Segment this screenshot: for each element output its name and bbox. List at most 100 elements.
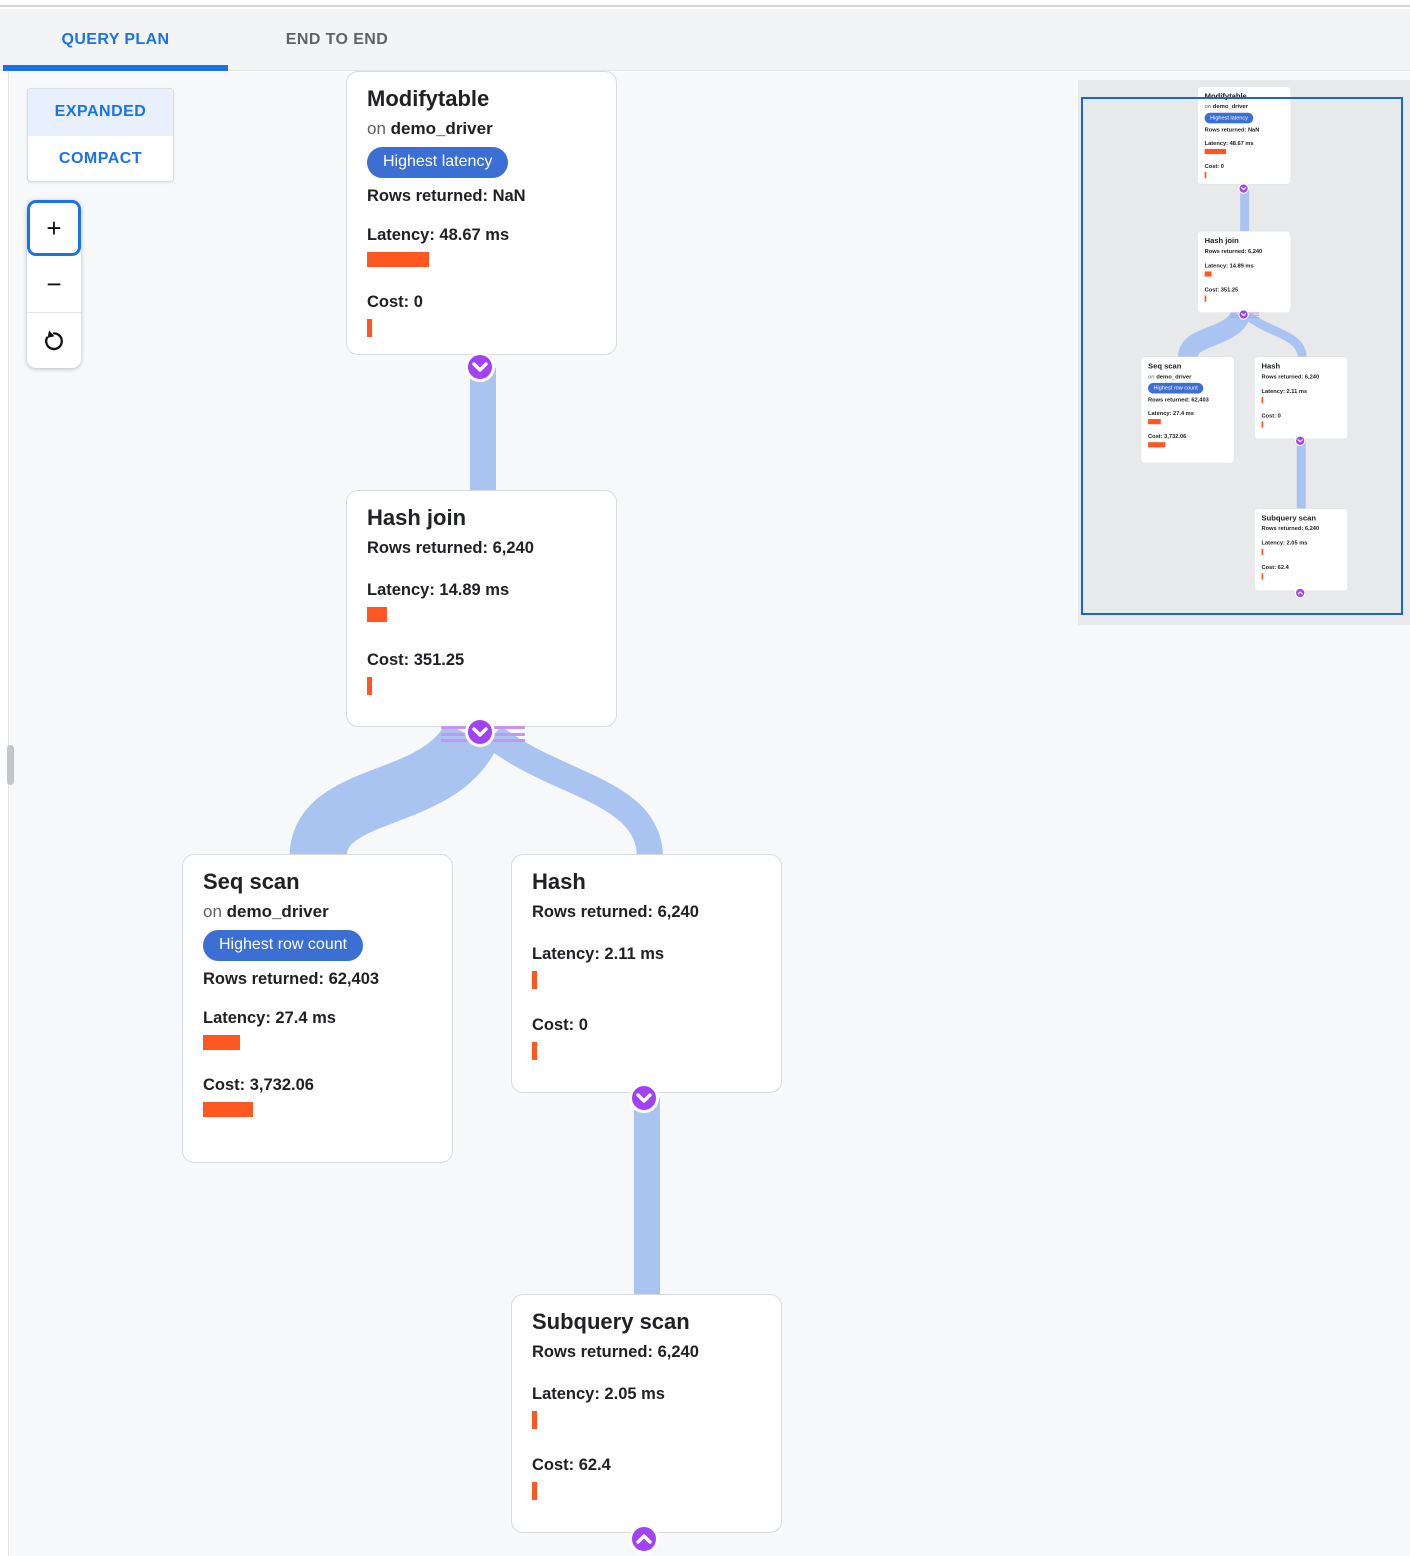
minimap-viewport[interactable] bbox=[1081, 97, 1403, 615]
latency-bar bbox=[1204, 148, 1227, 155]
left-panel-edge bbox=[0, 72, 9, 1556]
cost-label: Cost: 0 bbox=[367, 293, 423, 311]
cost-bar bbox=[367, 319, 372, 337]
vertical-scrollbar-thumb[interactable] bbox=[7, 745, 14, 785]
node-hash-join[interactable]: Hash join Rows returned: 6,240 Latency: … bbox=[346, 490, 617, 727]
latency-label: Latency: 2.11 ms bbox=[532, 945, 665, 963]
node-title: Hash join bbox=[367, 505, 467, 530]
latency-bar bbox=[367, 252, 429, 267]
cost-label: Cost: 62.4 bbox=[1261, 564, 1289, 571]
latency-label: Latency: 27.4 ms bbox=[203, 1009, 336, 1027]
cost-bar bbox=[367, 677, 372, 695]
rows-returned-label: Rows returned: 62,403 bbox=[203, 970, 380, 988]
node-title: Hash bbox=[532, 869, 586, 894]
latency-label: Latency: 48.67 ms bbox=[367, 226, 510, 244]
zoom-controls: + − bbox=[27, 200, 81, 368]
cost-label: Cost: 351.25 bbox=[1204, 286, 1239, 293]
minimap[interactable]: Modifytable on demo_driver Highest laten… bbox=[1078, 80, 1410, 625]
node-title: Seq scan bbox=[1148, 361, 1182, 371]
highest-latency-badge: Highest latency bbox=[1204, 112, 1254, 124]
latency-bar bbox=[1261, 396, 1264, 404]
cost-bar bbox=[1261, 573, 1264, 580]
node-object-name: demo_driver bbox=[390, 119, 493, 138]
node-seq-scan: Seq scan on demo_driver Highest row coun… bbox=[1140, 356, 1235, 464]
latency-label: Latency: 48.67 ms bbox=[1204, 139, 1254, 147]
zoom-out-button[interactable]: − bbox=[46, 268, 62, 299]
edge-hashjoin-hash bbox=[484, 725, 663, 859]
node-title: Hash bbox=[1261, 361, 1281, 371]
node-seq-scan[interactable]: Seq scan on demo_driver Highest row coun… bbox=[182, 854, 453, 1163]
highest-row-count-badge: Highest row count bbox=[203, 930, 364, 961]
cost-label: Cost: 0 bbox=[1261, 412, 1281, 419]
rows-returned-label: Rows returned: NaN bbox=[1204, 126, 1260, 133]
rows-returned-label: Rows returned: NaN bbox=[367, 187, 526, 205]
cost-bar bbox=[1148, 442, 1166, 448]
highest-latency-badge: Highest latency bbox=[367, 147, 509, 178]
rows-returned-label: Rows returned: 6,240 bbox=[1204, 247, 1263, 255]
rows-returned-label: Rows returned: 6,240 bbox=[1261, 525, 1320, 532]
rows-returned-label: Rows returned: 62,403 bbox=[1148, 396, 1209, 403]
node-hash: Hash Rows returned: 6,240 Latency: 2.11 … bbox=[1254, 356, 1348, 440]
latency-label: Latency: 27.4 ms bbox=[1148, 410, 1194, 417]
latency-bar bbox=[367, 607, 387, 622]
latency-label: Latency: 2.05 ms bbox=[532, 1385, 665, 1403]
node-title: Subquery scan bbox=[1261, 513, 1316, 523]
highest-row-count-badge: Highest row count bbox=[1148, 382, 1204, 394]
latency-bar bbox=[1261, 548, 1264, 556]
top-toolbar-edge bbox=[0, 0, 1410, 7]
tab-end-to-end[interactable]: END TO END bbox=[285, 31, 389, 48]
cost-label: Cost: 0 bbox=[532, 1016, 588, 1034]
reset-view-button[interactable] bbox=[27, 313, 81, 369]
node-hash-join: Hash join Rows returned: 6,240 Latency: … bbox=[1197, 231, 1291, 313]
rows-returned-label: Rows returned: 6,240 bbox=[532, 1343, 699, 1361]
node-title: Seq scan bbox=[203, 869, 300, 894]
node-object-name: demo_driver bbox=[1212, 103, 1248, 110]
cost-label: Cost: 351.25 bbox=[367, 651, 465, 669]
node-hash[interactable]: Hash Rows returned: 6,240 Latency: 2.11 … bbox=[511, 854, 782, 1093]
edge-hashjoin-seqscan bbox=[289, 721, 497, 861]
rows-returned-label: Rows returned: 6,240 bbox=[1261, 373, 1320, 380]
zoom-in-button[interactable]: + bbox=[27, 200, 81, 256]
active-tab-indicator bbox=[3, 65, 228, 71]
tab-bar: QUERY PLAN END TO END bbox=[0, 9, 1410, 71]
node-modifytable: Modifytable on demo_driver Highest laten… bbox=[1197, 86, 1291, 185]
expand-subquery-scan-button bbox=[1295, 587, 1306, 599]
reset-rotate-icon bbox=[45, 330, 63, 351]
node-object-line: on demo_driver bbox=[1204, 103, 1248, 110]
latency-bar bbox=[1204, 271, 1212, 277]
rows-returned-label: Rows returned: 6,240 bbox=[367, 539, 534, 557]
cost-bar bbox=[1204, 295, 1207, 302]
latency-bar bbox=[203, 1035, 240, 1050]
latency-label: Latency: 14.89 ms bbox=[1204, 262, 1254, 269]
node-object-line: on demo_driver bbox=[1148, 373, 1192, 380]
chevron-down-icon bbox=[472, 727, 488, 737]
node-object-name: demo_driver bbox=[1156, 373, 1192, 380]
view-mode-toggle: EXPANDED COMPACT bbox=[27, 88, 174, 182]
node-subquery-scan[interactable]: Subquery scan Rows returned: 6,240 Laten… bbox=[511, 1294, 782, 1533]
collapse-modifytable-button[interactable] bbox=[465, 352, 495, 382]
cost-label: Cost: 3,732.06 bbox=[203, 1076, 314, 1094]
cost-label: Cost: 62.4 bbox=[532, 1456, 611, 1474]
latency-label: Latency: 2.11 ms bbox=[1261, 388, 1308, 395]
latency-bar bbox=[532, 1411, 537, 1429]
node-subquery-scan: Subquery scan Rows returned: 6,240 Laten… bbox=[1254, 508, 1348, 591]
latency-label: Latency: 2.05 ms bbox=[1261, 539, 1308, 547]
expand-subquery-scan-button[interactable] bbox=[629, 1524, 659, 1554]
expanded-view-button[interactable]: EXPANDED bbox=[28, 89, 173, 136]
cost-label: Cost: 0 bbox=[1204, 163, 1224, 170]
collapse-hash-button[interactable] bbox=[629, 1083, 659, 1113]
cost-bar bbox=[1204, 172, 1207, 179]
collapse-hash-join-button[interactable] bbox=[465, 717, 495, 747]
chevron-up-icon bbox=[636, 1534, 652, 1544]
chevron-up-icon bbox=[1297, 591, 1303, 595]
node-title: Hash join bbox=[1204, 236, 1239, 245]
node-title: Modifytable bbox=[367, 86, 490, 111]
cost-bar bbox=[203, 1102, 253, 1117]
cost-bar bbox=[1261, 421, 1264, 428]
compact-view-button[interactable]: COMPACT bbox=[58, 149, 143, 167]
chevron-down-icon bbox=[472, 362, 488, 372]
tab-query-plan[interactable]: QUERY PLAN bbox=[61, 31, 170, 48]
minimap-tree: Modifytable on demo_driver Highest laten… bbox=[1078, 80, 1410, 599]
node-modifytable[interactable]: Modifytable on demo_driver Highest laten… bbox=[346, 71, 617, 355]
